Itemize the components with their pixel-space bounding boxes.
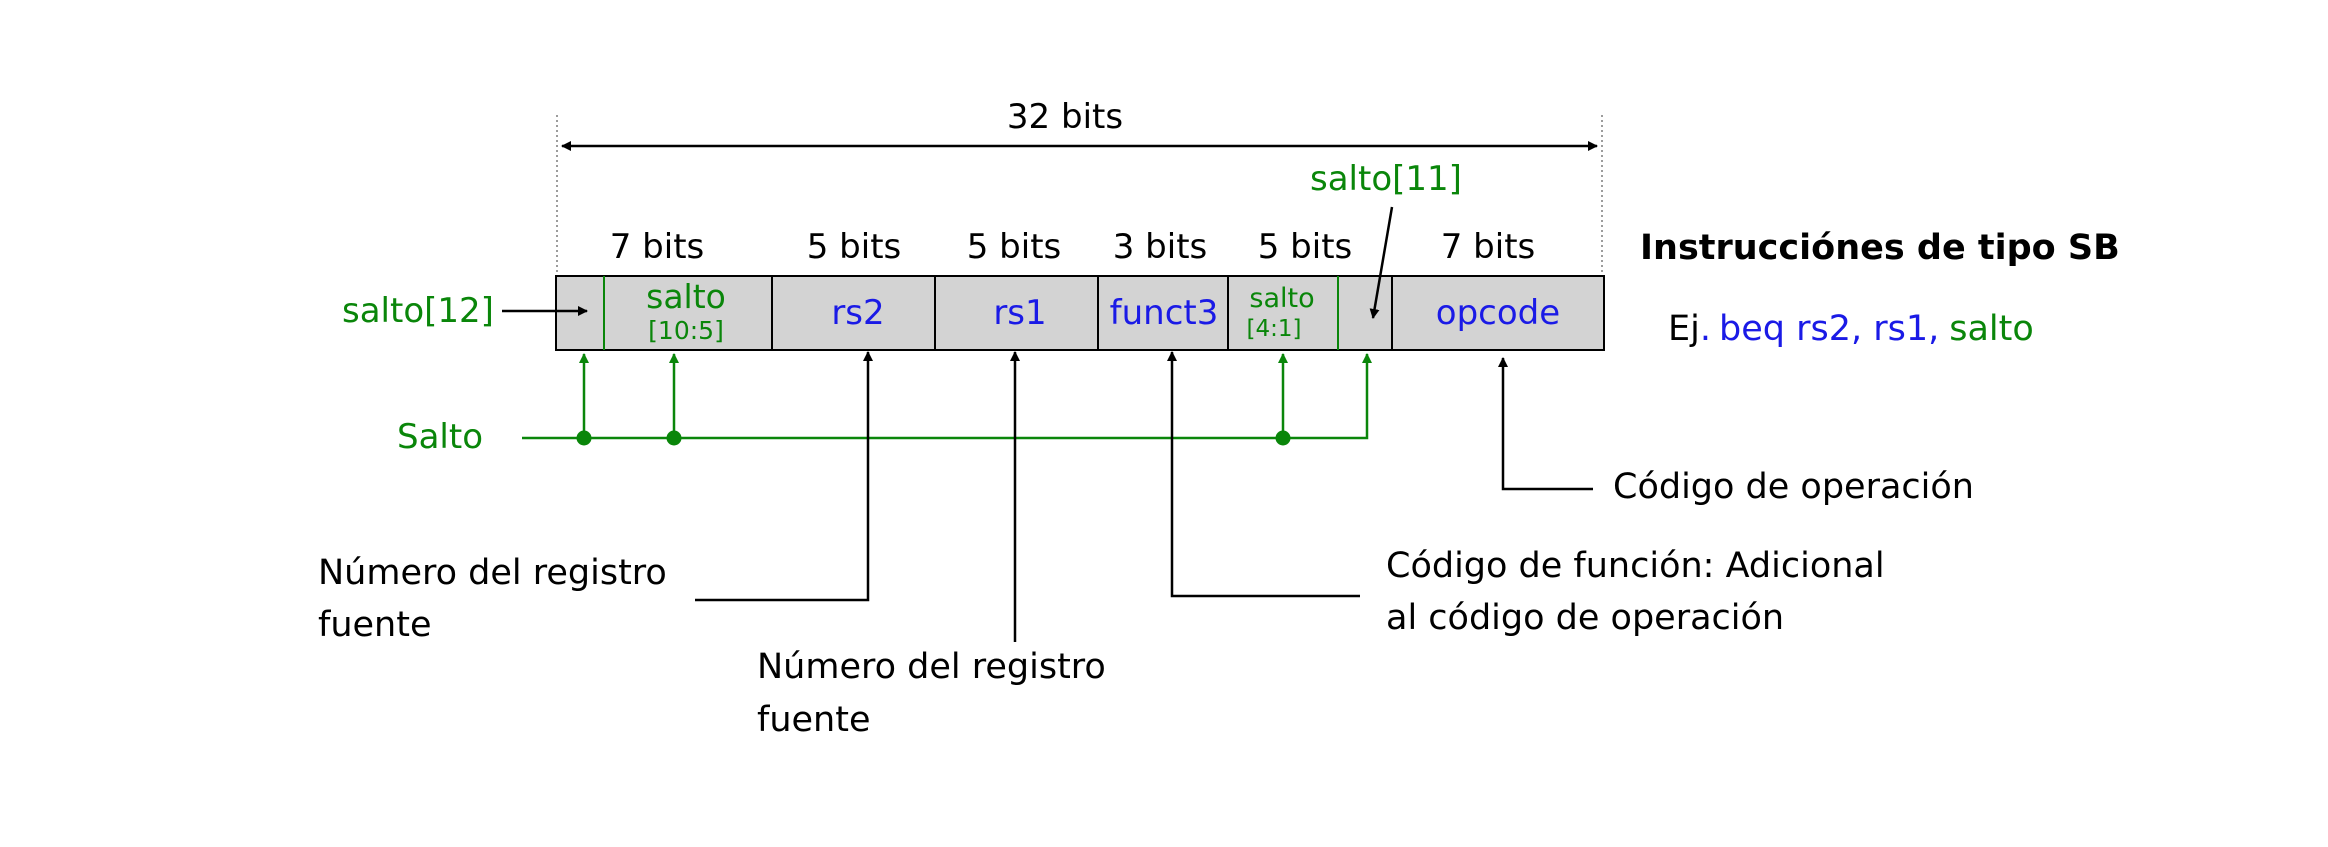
field-rs1-label: rs1 (993, 293, 1046, 333)
salto-distribution-lines (522, 353, 1372, 446)
field-opcode-label: opcode (1436, 293, 1560, 333)
instruction-fields (555, 275, 1605, 351)
diagram-title: Instrucciónes de tipo SB (1640, 228, 2120, 268)
field-rs2 (771, 275, 936, 351)
salto11-label: salto[11] (1310, 159, 1462, 199)
salto-label: Salto (397, 417, 483, 457)
example-dot: . (1700, 309, 1711, 349)
field-imm-4-1-bottom: [4:1] (1247, 316, 1302, 342)
opcode-callout-line (1498, 357, 1593, 491)
width-label-funct3: 3 bits (1113, 227, 1208, 267)
junction-dot-2 (666, 430, 682, 446)
width-label-rs1: 5 bits (967, 227, 1062, 267)
field-imm-4-1 (1227, 275, 1339, 351)
field-opcode (1391, 275, 1605, 351)
example-line: Ej.beq rs2, rs1,salto (1668, 309, 2034, 349)
junction-dot-1 (576, 430, 592, 446)
field-imm-12 (555, 275, 605, 351)
example-instruction: beq rs2, rs1, (1719, 309, 1939, 349)
rs2-callout-line (695, 351, 873, 602)
rs2-description-line1: Número del registro (318, 553, 667, 593)
field-imm-11 (1337, 275, 1393, 351)
rs1-description-line1: Número del registro (757, 647, 1106, 687)
width-label-opcode: 7 bits (1441, 227, 1536, 267)
field-imm-10-5-top: salto (646, 277, 726, 316)
example-label: salto (1949, 309, 2034, 349)
funct3-description-line2: al código de operación (1386, 598, 1784, 638)
width-label-imm-10-5: 7 bits (610, 227, 705, 267)
rs1-description-line2: fuente (757, 700, 870, 740)
salto12-label: salto[12] (342, 291, 494, 331)
field-imm-4-1-top: salto (1249, 283, 1314, 314)
salto-bus (522, 353, 1372, 440)
funct3-description-line1: Código de función: Adicional (1386, 546, 1885, 586)
funct3-callout-line (1167, 351, 1360, 598)
field-imm-10-5-bottom: [10:5] (648, 316, 724, 345)
field-funct3-label: funct3 (1110, 293, 1219, 333)
width-label-rs2: 5 bits (807, 227, 902, 267)
total-width-label: 32 bits (1007, 97, 1123, 137)
field-rs1 (934, 275, 1099, 351)
opcode-description: Código de operación (1613, 467, 1974, 507)
salto11-arrow (1369, 206, 1394, 319)
field-rs2-label: rs2 (831, 293, 884, 333)
rs2-description-line2: fuente (318, 605, 431, 645)
example-prefix: Ej (1668, 309, 1700, 349)
junction-dot-3 (1275, 430, 1291, 446)
width-label-imm-4-1: 5 bits (1258, 227, 1353, 267)
